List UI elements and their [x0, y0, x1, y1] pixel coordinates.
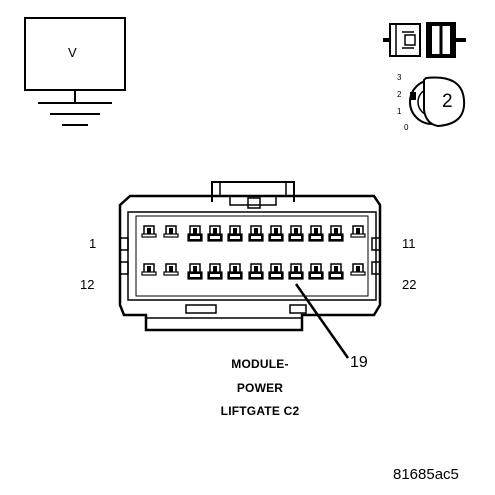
pin-label-bottom-left: 12 — [80, 277, 95, 292]
pin-cavity-bottom-21 — [328, 263, 344, 280]
ignition-key-icon — [409, 76, 466, 128]
key-position-2: 2 — [397, 90, 402, 99]
pin-cavity-top-11 — [350, 225, 366, 238]
pin-cavity-bottom-17 — [248, 263, 264, 280]
voltmeter-icon — [24, 17, 126, 126]
pin-cavity-top-1 — [141, 225, 157, 238]
connector-title-line-1: MODULE- — [231, 357, 289, 371]
connector-title-line-2: POWER — [236, 381, 284, 395]
callout-number: 19 — [350, 354, 368, 371]
pin-label-bottom-right: 22 — [402, 277, 417, 292]
pin-cavity-top-5 — [227, 225, 243, 242]
pin-cavity-top-8 — [288, 225, 304, 242]
key-position-3: 3 — [397, 73, 402, 82]
pin-cavity-top-7 — [268, 225, 284, 242]
pin-cavity-top-4 — [207, 225, 223, 242]
pin-row-top — [141, 225, 366, 242]
pin-cavity-bottom-19 — [288, 263, 304, 280]
figure-id: 81685ac5 — [393, 466, 459, 483]
pin-cavity-top-2 — [163, 225, 179, 238]
pin-cavity-bottom-15 — [207, 263, 223, 280]
key-number-label: 2 — [442, 91, 453, 112]
pin-cavity-top-10 — [328, 225, 344, 242]
connector-plug-icon — [383, 22, 466, 58]
pin-cavity-top-6 — [248, 225, 264, 242]
connector-title-line-3: LIFTGATE C2 — [220, 404, 300, 418]
pin-cavity-bottom-12 — [141, 263, 157, 276]
pin-cavity-bottom-22 — [350, 263, 366, 276]
pin-cavity-top-9 — [308, 225, 324, 242]
pin-cavity-bottom-20 — [308, 263, 324, 280]
pin-cavity-bottom-16 — [227, 263, 243, 280]
voltmeter-label: V — [68, 45, 77, 60]
callout-leader — [294, 283, 350, 359]
key-position-0: 0 — [404, 123, 409, 132]
pin-row-bottom — [141, 263, 366, 280]
pin-cavity-bottom-13 — [163, 263, 179, 276]
connector-body — [118, 181, 382, 332]
key-position-1: 1 — [397, 107, 402, 116]
pin-cavity-bottom-18 — [268, 263, 284, 280]
pin-cavity-bottom-14 — [187, 263, 203, 280]
pin-label-top-left: 1 — [89, 236, 97, 251]
pin-cavity-top-3 — [187, 225, 203, 242]
pin-label-top-right: 11 — [402, 236, 416, 251]
